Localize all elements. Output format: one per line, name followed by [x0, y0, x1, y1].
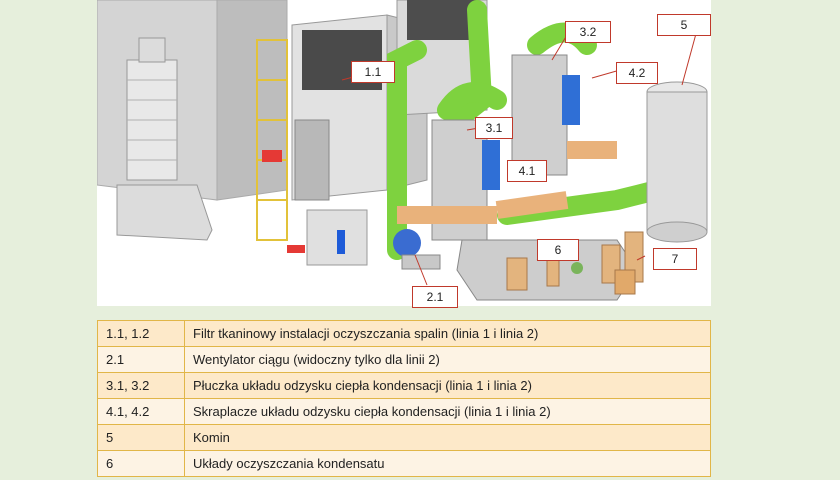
- legend-row: 2.1 Wentylator ciągu (widoczny tylko dla…: [97, 346, 711, 373]
- callout-label: 3.2: [579, 25, 597, 39]
- legend-code: 2.1: [97, 346, 185, 373]
- legend-description: Filtr tkaninowy instalacji oczyszczania …: [184, 320, 711, 347]
- callout-label: 4.1: [518, 164, 536, 178]
- legend-code: 6: [97, 450, 185, 477]
- callout-4-2: 4.2: [616, 62, 658, 84]
- legend-description: Wentylator ciągu (widoczny tylko dla lin…: [184, 346, 711, 373]
- callout-label: 1.1: [364, 65, 382, 79]
- legend-row: 4.1, 4.2 Skraplacze układu odzysku ciepł…: [97, 398, 711, 425]
- legend-row: 1.1, 1.2 Filtr tkaninowy instalacji oczy…: [97, 320, 711, 347]
- condenser-4-2: [562, 75, 580, 125]
- callout-label: 5: [680, 18, 688, 32]
- legend-description: Płuczka układu odzysku ciepła kondensacj…: [184, 372, 711, 399]
- callout-3-2: 3.2: [565, 21, 611, 43]
- legend-row: 3.1, 3.2 Płuczka układu odzysku ciepła k…: [97, 372, 711, 399]
- orange-ductwork: [397, 141, 617, 224]
- legend-description: Komin: [184, 424, 711, 451]
- legend-code: 4.1, 4.2: [97, 398, 185, 425]
- legend-table: 1.1, 1.2 Filtr tkaninowy instalacji oczy…: [97, 320, 711, 477]
- callout-label: 6: [554, 243, 562, 257]
- callout-label: 4.2: [628, 66, 646, 80]
- callout-5: 5: [657, 14, 711, 36]
- callout-label: 2.1: [426, 290, 444, 304]
- callout-4-1: 4.1: [507, 160, 547, 182]
- legend-code: 3.1, 3.2: [97, 372, 185, 399]
- legend-code: 5: [97, 424, 185, 451]
- condenser-4-1: [482, 140, 500, 190]
- legend-description: Układy oczyszczania kondensatu: [184, 450, 711, 477]
- legend-description: Skraplacze układu odzysku ciepła kondens…: [184, 398, 711, 425]
- callout-1-1: 1.1: [351, 61, 395, 83]
- plant-3d-illustration: 1.1 2.1 3.1 3.2 4.1 4.2 5 6 7: [97, 0, 711, 308]
- callout-7: 7: [653, 248, 697, 270]
- plant-drawing: [97, 0, 711, 306]
- callout-label: 7: [671, 252, 679, 266]
- scrubber-3-2: [511, 54, 568, 176]
- callout-2-1: 2.1: [412, 286, 458, 308]
- legend-row: 5 Komin: [97, 424, 711, 451]
- legend-row: 6 Układy oczyszczania kondensatu: [97, 450, 711, 477]
- callout-3-1: 3.1: [475, 117, 513, 139]
- legend-code: 1.1, 1.2: [97, 320, 185, 347]
- draft-fan: [393, 229, 421, 257]
- callout-label: 3.1: [485, 121, 503, 135]
- chimney: [646, 91, 708, 233]
- callout-6: 6: [537, 239, 579, 261]
